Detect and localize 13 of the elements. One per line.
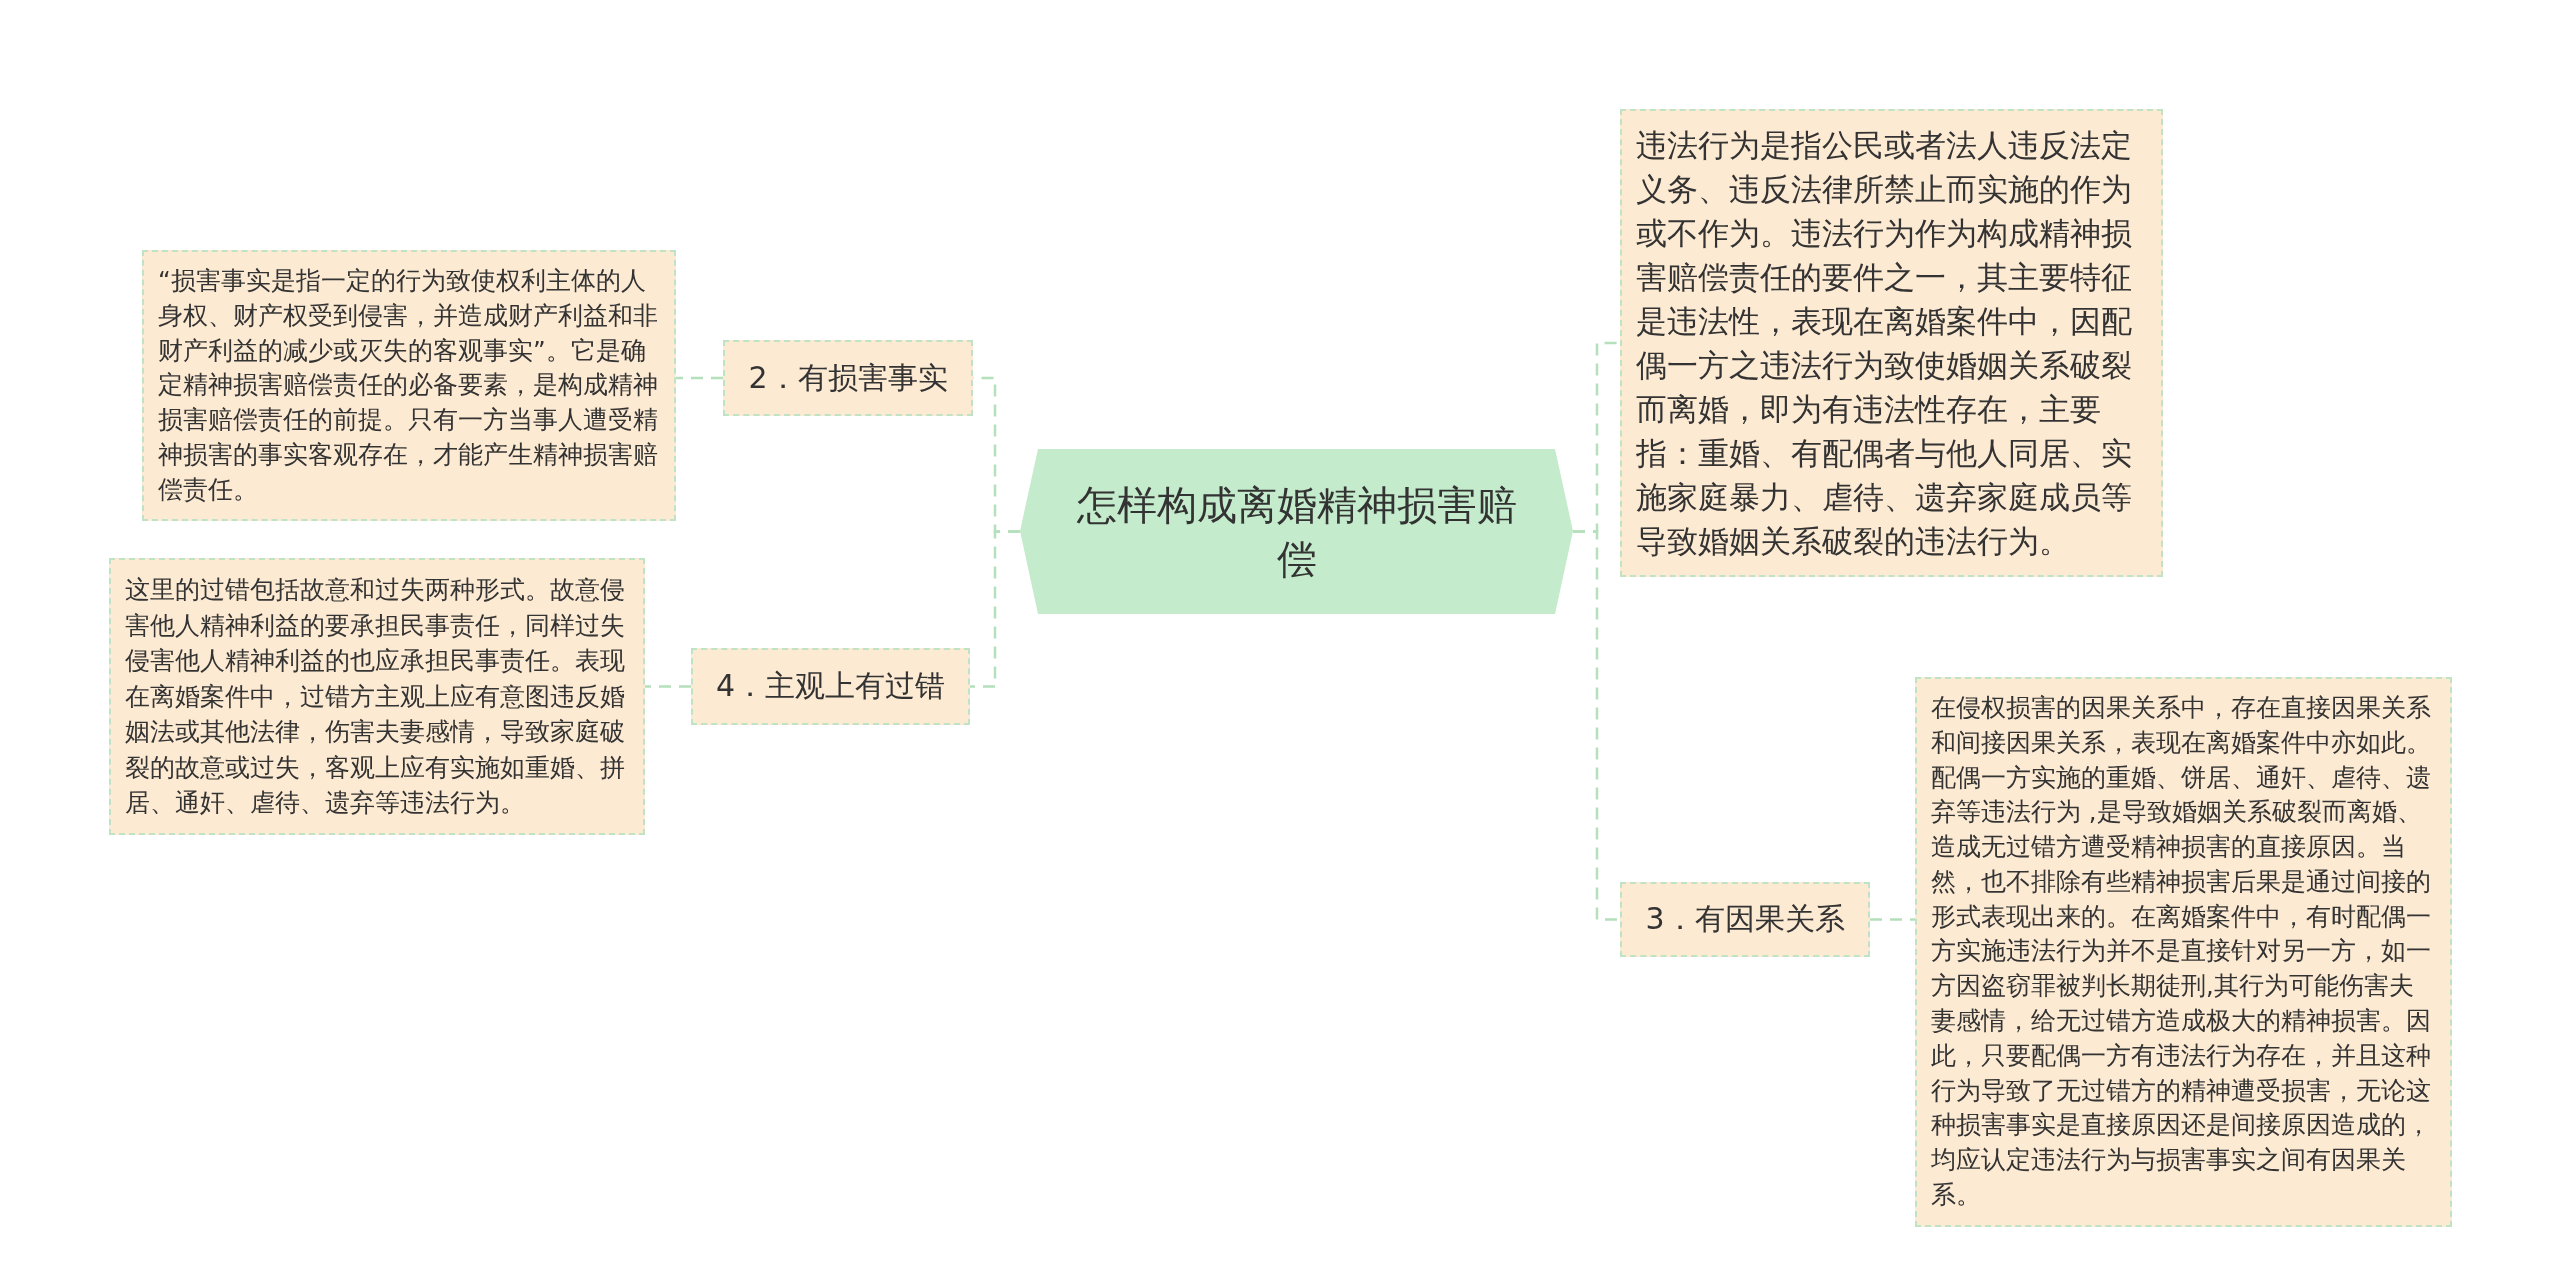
branch-topic-box: 2．有损害事实 [723, 340, 973, 416]
connector-line [1870, 918, 1915, 921]
note-box: 在侵权损害的因果关系中，存在直接因果关系和间接因果关系，表现在离婚案件中亦如此。配偶一方实施的重婚、饼居、通奸、虐待、遗弃等违法行为 ,是导致婚姻关系破裂而离婚、造成无过错方遭受精神损害的直接原因。当然，也不排除有些精神损害后果是通过间接的形式表现出来的。在离婚案件中，有时配偶一方实施违法行为并不是直接针对另一方，如一方因盗窃罪被判长期徒刑,其行为可能伤害夫妻感情，给无过错方造成极大的精神损害。因此，只要配偶一方有违法行为存在，并且这种行为导致了无过错方的精神遭受损害，无论这种损害事实是直接原因还是间接原因造成的，均应认定违法行为与损害事实之间有因果关系。 [1915, 677, 2452, 1227]
note-box: 这里的过错包括故意和过失两种形式。故意侵害他人精神利益的要承担民事责任，同样过失侵害他人精神利益的也应承担民事责任。表现在离婚案件中，过错方主观上应有意图违反婚姻法或其他法律，伤害夫妻感情，导致家庭破裂的故意或过失，客观上应有实施如重婚、拼居、通奸、虐待、遗弃等违法行为。 [109, 558, 645, 835]
central-topic-hexagon: 怎样构成离婚精神损害赔偿 [1020, 449, 1573, 614]
connector-line [676, 376, 723, 380]
branch-topic-box: 4．主观上有过错 [691, 648, 970, 725]
connector-line [1573, 530, 1620, 921]
branch-topic-box: 3．有因果关系 [1620, 882, 1870, 957]
note-box: 违法行为是指公民或者法人违反法定义务、违反法律所禁止而实施的作为或不作为。违法行为作为构成精神损害赔偿责任的要件之一，其主要特征是违法性，表现在离婚案件中，因配偶一方之违法行为致使婚姻关系破裂而离婚，即为有违法性存在，主要指：重婚、有配偶者与他人同居、实施家庭暴力、虐待、遗弃家庭成员等导致婚姻关系破裂的违法行为。 [1620, 109, 2163, 578]
connector-line [645, 685, 691, 688]
connector-line [970, 530, 1020, 688]
note-box: “损害事实是指一定的行为致使权利主体的人身权、财产权受到侵害，并造成财产利益和非财产利益的减少或灭失的客观事实”。它是确定精神损害赔偿责任的必备要素，是构成精神损害赔偿责任的前提。只有一方当事人遭受精神损害的事实客观存在，才能产生精神损害赔偿责任。 [142, 250, 676, 522]
